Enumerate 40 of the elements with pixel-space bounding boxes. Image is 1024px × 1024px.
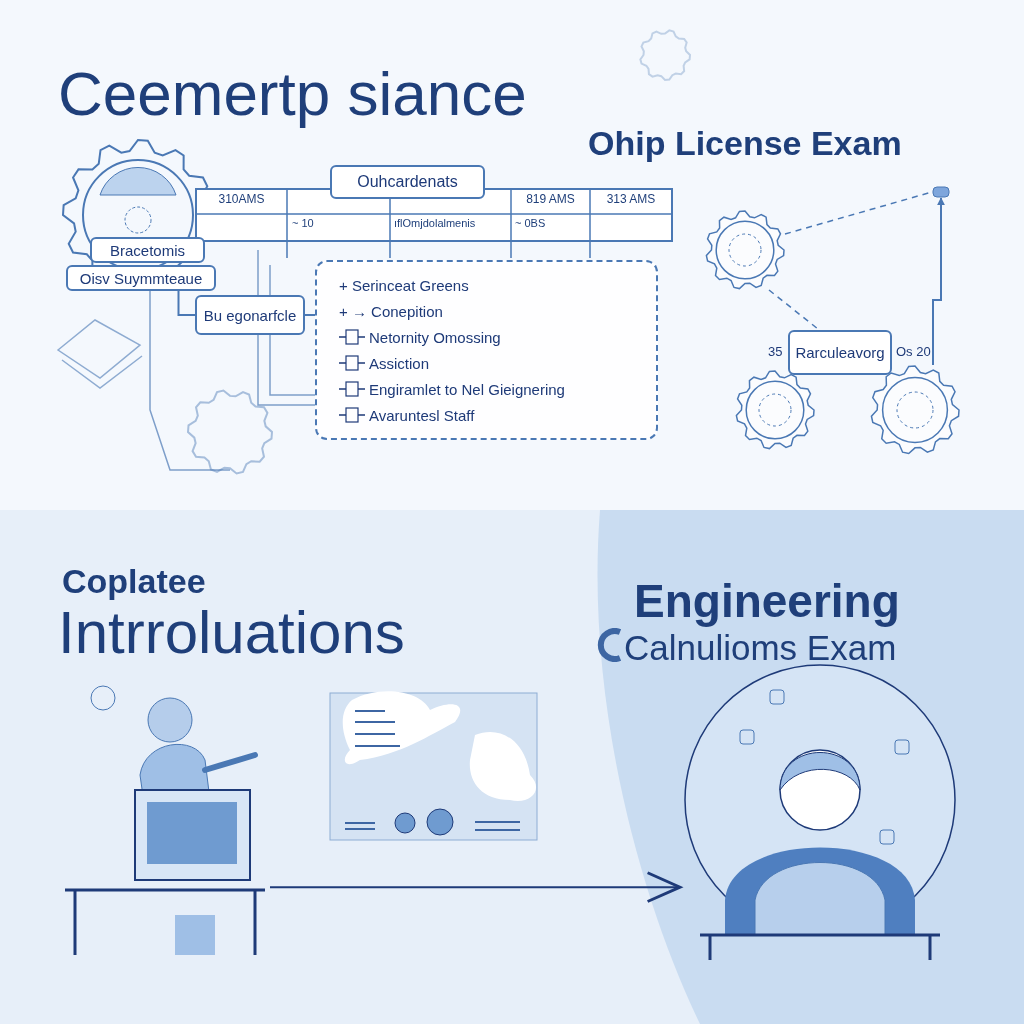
heading: Intrroluations xyxy=(58,599,405,667)
heading: Ohip License Exam xyxy=(588,124,902,163)
heading: Coplatee xyxy=(62,562,206,601)
label-box xyxy=(90,237,205,263)
table-value: 313 AMS xyxy=(605,192,657,206)
label-box xyxy=(66,265,216,291)
table-value: 819 AMS xyxy=(525,192,576,206)
label-box xyxy=(195,295,305,335)
table-value: ~ 10 xyxy=(292,217,314,229)
gear-icon xyxy=(870,365,960,455)
heading: Engineering xyxy=(634,574,900,628)
list-item-text: Avaruntesl Staff xyxy=(369,406,475,424)
label-box xyxy=(788,330,892,375)
tab-box xyxy=(330,165,485,199)
box-label: Rarculeavorg xyxy=(795,344,885,361)
side-note: Os 20 xyxy=(896,344,931,359)
table-value: 310AMS xyxy=(217,192,266,206)
gear-icon xyxy=(705,210,785,290)
table-value: ~ 0BS xyxy=(515,217,546,229)
title: Ceemertp siance xyxy=(58,58,527,129)
box-label: Ouhcardenats xyxy=(357,173,458,191)
dashed-panel xyxy=(315,260,658,440)
connector-line xyxy=(768,289,820,331)
list-item-text: Engiramlet to Nel Gieignering xyxy=(369,380,565,398)
table-value: ıflOmjdolalmenis xyxy=(394,217,476,229)
list-item-text: + → Conepition xyxy=(339,302,443,320)
list-item-text: Assiction xyxy=(369,354,430,372)
gear-icon xyxy=(735,370,815,450)
box-label: Bu egonarfcle xyxy=(203,306,297,324)
list-item-text: Netornity Omossing xyxy=(369,328,501,346)
box-label: Bracetomis xyxy=(110,241,185,259)
side-note: 35 xyxy=(768,344,783,359)
arrow xyxy=(932,197,945,366)
arrow xyxy=(269,871,682,903)
connector-line xyxy=(304,313,316,316)
box-label: Oisv Suymmteaue xyxy=(79,269,203,287)
heading: Calnulioms Exam xyxy=(624,628,897,668)
connector-line xyxy=(177,290,196,316)
list-item-text: + Serinceat Greens xyxy=(339,276,469,294)
connector-icon xyxy=(932,186,950,198)
